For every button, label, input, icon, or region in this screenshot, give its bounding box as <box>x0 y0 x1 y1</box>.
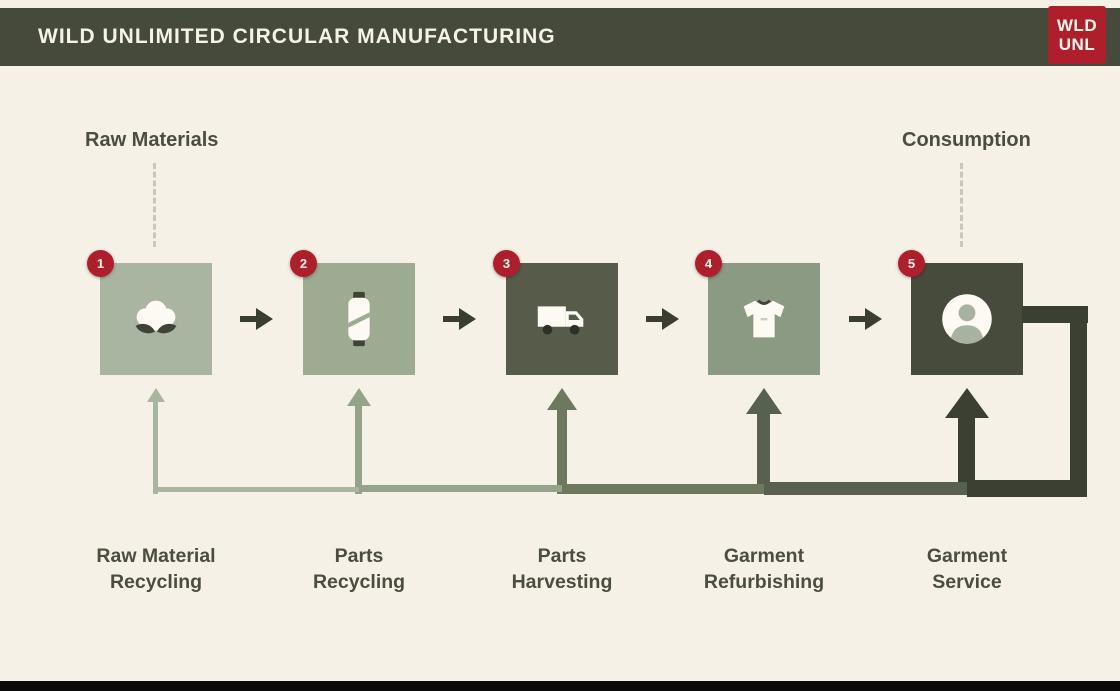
return-stem-garment-service <box>958 417 975 494</box>
step-number: 1 <box>96 256 105 271</box>
step-box-raw-material: 1 <box>87 250 212 375</box>
brand-logo-line2: UNL <box>1058 35 1096 54</box>
return-arrowhead-garment-service <box>945 388 989 418</box>
return-line-segment-5 <box>967 480 1087 497</box>
return-arrowhead-garment-refurbishing <box>746 388 782 414</box>
return-arrowhead-parts-recycling <box>347 388 371 406</box>
return-stem-raw-material <box>153 401 158 494</box>
footer-bar <box>0 681 1120 691</box>
label-line: Parts <box>334 545 384 567</box>
return-line-segment-4 <box>764 482 967 495</box>
label-line: Service <box>932 570 1002 593</box>
label-raw-material-recycling: Raw Material Recycling <box>46 544 266 595</box>
step-number-badge: 1 <box>87 250 114 277</box>
step-box-garment-service: 5 <box>898 250 1023 375</box>
label-line: Garment <box>723 545 805 567</box>
label-line: Refurbishing <box>703 570 825 593</box>
label-line: Harvesting <box>511 570 613 593</box>
cotton-boll-icon <box>135 300 177 334</box>
header-bar: WILD UNLIMITED CIRCULAR MANUFACTURING WL… <box>0 6 1120 66</box>
step-box-garment-refurbishing: 4 <box>695 250 820 375</box>
thread-spool-icon <box>348 291 370 347</box>
step-box-parts-harvesting: 3 <box>493 250 618 375</box>
step-number: 4 <box>704 256 713 271</box>
person-icon <box>942 294 992 344</box>
return-line-stub <box>1022 306 1088 323</box>
label-line: Garment <box>926 545 1008 567</box>
label-line: Raw Material <box>96 545 216 567</box>
raw-materials-label: Raw Materials <box>85 129 219 151</box>
return-arrowhead-parts-harvesting <box>547 388 577 410</box>
return-line-vertical <box>1070 306 1087 497</box>
label-garment-refurbishing: Garment Refurbishing <box>654 544 874 595</box>
return-stem-parts-recycling <box>355 405 362 494</box>
delivery-truck-icon <box>537 306 584 335</box>
return-stem-parts-harvesting <box>557 409 567 494</box>
step-number: 3 <box>502 256 511 271</box>
return-line-segment-1 <box>156 487 359 492</box>
label-line: Recycling <box>312 570 406 593</box>
step-number-badge: 4 <box>695 250 722 277</box>
consumption-label: Consumption <box>902 129 1031 151</box>
step-number: 5 <box>907 256 916 271</box>
brand-logo-line1: WLD <box>1056 15 1098 35</box>
return-line-segment-2 <box>359 485 562 492</box>
forward-arrow-icon <box>646 308 679 330</box>
label-line: Recycling <box>109 570 203 593</box>
forward-arrow-icon <box>443 308 476 330</box>
label-garment-service: Garment Service <box>857 544 1077 595</box>
return-arrowhead-raw-material <box>147 388 165 402</box>
return-line-segment-3 <box>562 484 764 494</box>
label-line: Parts <box>537 545 587 567</box>
page-title: WILD UNLIMITED CIRCULAR MANUFACTURING <box>38 25 556 48</box>
tshirt-icon <box>743 299 785 338</box>
step-number: 2 <box>299 256 308 271</box>
step-box-parts-recycling: 2 <box>290 250 415 375</box>
step-number-badge: 3 <box>493 250 520 277</box>
forward-arrow-icon <box>849 308 882 330</box>
dashed-connector-raw-materials <box>153 163 156 247</box>
label-parts-harvesting: Parts Harvesting <box>452 544 672 595</box>
label-parts-recycling: Parts Recycling <box>249 544 469 595</box>
step-number-badge: 2 <box>290 250 317 277</box>
dashed-connector-consumption <box>960 163 963 247</box>
return-stem-garment-refurbishing <box>757 413 770 494</box>
forward-arrow-icon <box>240 308 273 330</box>
brand-logo: WLD UNL <box>1048 6 1106 64</box>
step-number-badge: 5 <box>898 250 925 277</box>
